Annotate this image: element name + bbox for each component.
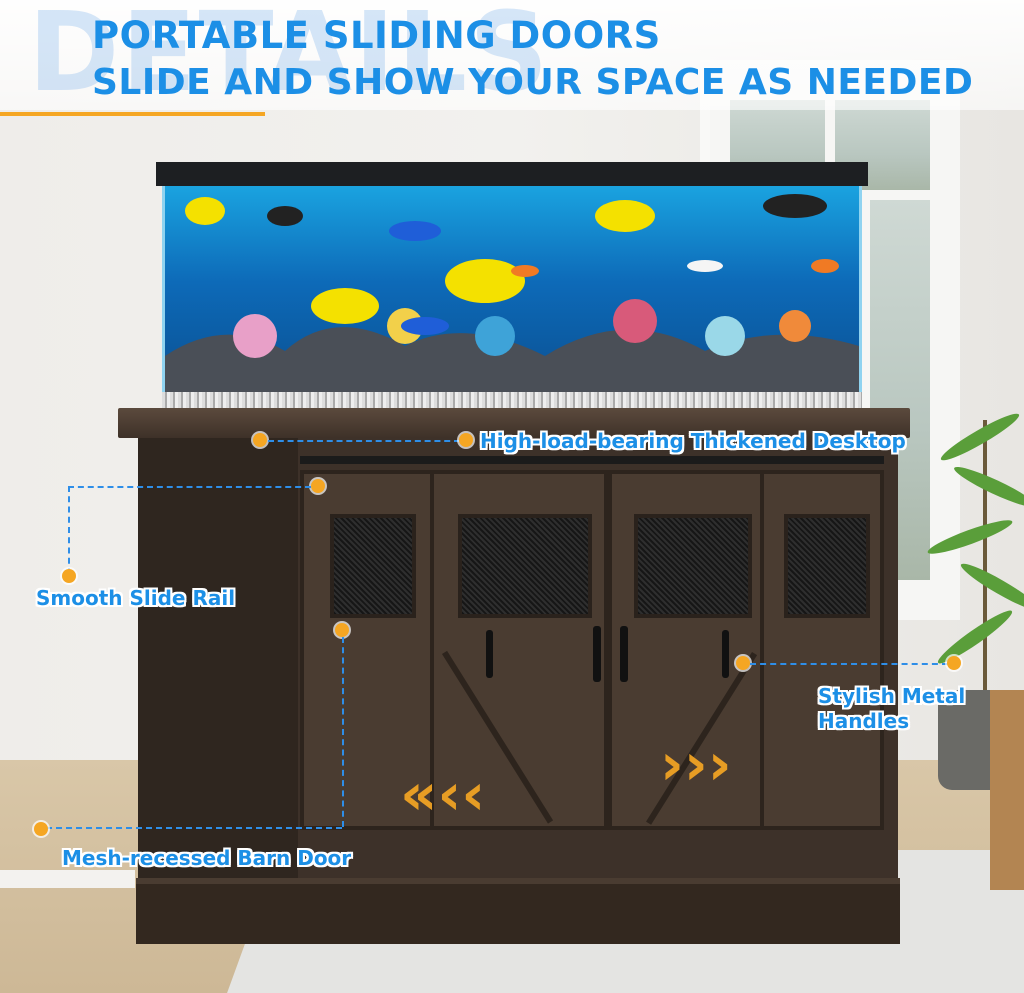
callout-line-handles	[750, 663, 948, 665]
stand-desktop	[118, 408, 910, 438]
accent-underline	[0, 112, 265, 116]
ghost-watermark-text: DETAILS	[28, 0, 551, 116]
door-handle-left[interactable]	[593, 626, 601, 682]
callout-line-desktop	[268, 440, 460, 442]
slide-right-arrows-icon: ›››	[660, 730, 732, 798]
plant-stem	[983, 420, 987, 700]
door-handle-right[interactable]	[620, 626, 628, 682]
callout-handles-label: Stylish Metal Handles	[818, 684, 965, 734]
barn-door-right-outer[interactable]	[760, 470, 884, 830]
slide-left-arrows-icon: «‹‹	[400, 760, 486, 828]
baseboard	[0, 870, 135, 888]
callout-line-door-vertical	[342, 637, 344, 827]
callout-dot-handles-end	[947, 656, 961, 670]
callout-dot-door	[335, 623, 349, 637]
aquarium	[156, 162, 868, 414]
door-handle[interactable]	[722, 630, 729, 678]
aquarium-decor	[165, 194, 859, 400]
barn-door-left[interactable]	[430, 470, 608, 830]
stand-base	[136, 878, 900, 944]
callout-line-door	[46, 827, 342, 829]
mesh-panel	[458, 514, 592, 618]
barn-door-right[interactable]	[608, 470, 768, 830]
side-stool	[990, 690, 1024, 890]
aquarium-water	[162, 186, 862, 400]
headline-line-2: SLIDE AND SHOW YOUR SPACE AS NEEDED	[92, 62, 974, 103]
callout-dot-rail-end	[62, 569, 76, 583]
mesh-panel	[634, 514, 752, 618]
slide-rail	[300, 456, 884, 464]
banner-background	[0, 0, 1024, 110]
callout-dot-desktop-end	[459, 433, 473, 447]
door-handle[interactable]	[486, 630, 493, 678]
callout-dot-desktop	[253, 433, 267, 447]
callout-dot-handles	[736, 656, 750, 670]
callout-line-rail	[68, 486, 311, 488]
callout-rail-label: Smooth Slide Rail	[36, 586, 236, 610]
stand-side-panel	[138, 438, 298, 878]
callout-handles-line-1: Stylish Metal	[818, 684, 966, 708]
callout-dot-door-end	[34, 822, 48, 836]
mesh-panel	[784, 514, 870, 618]
aquarium-lid	[156, 162, 868, 186]
headline-line-1: PORTABLE SLIDING DOORS	[92, 14, 661, 57]
callout-door-label: Mesh-recessed Barn Door	[62, 846, 352, 870]
callout-line-rail-vertical	[68, 486, 70, 574]
callout-dot-rail	[311, 479, 325, 493]
callout-desktop-label: High-load-bearing Thickened Desktop	[480, 429, 906, 453]
mesh-panel	[330, 514, 416, 618]
callout-handles-line-2: Handles	[818, 709, 910, 733]
barn-door-left-outer[interactable]	[300, 470, 440, 830]
